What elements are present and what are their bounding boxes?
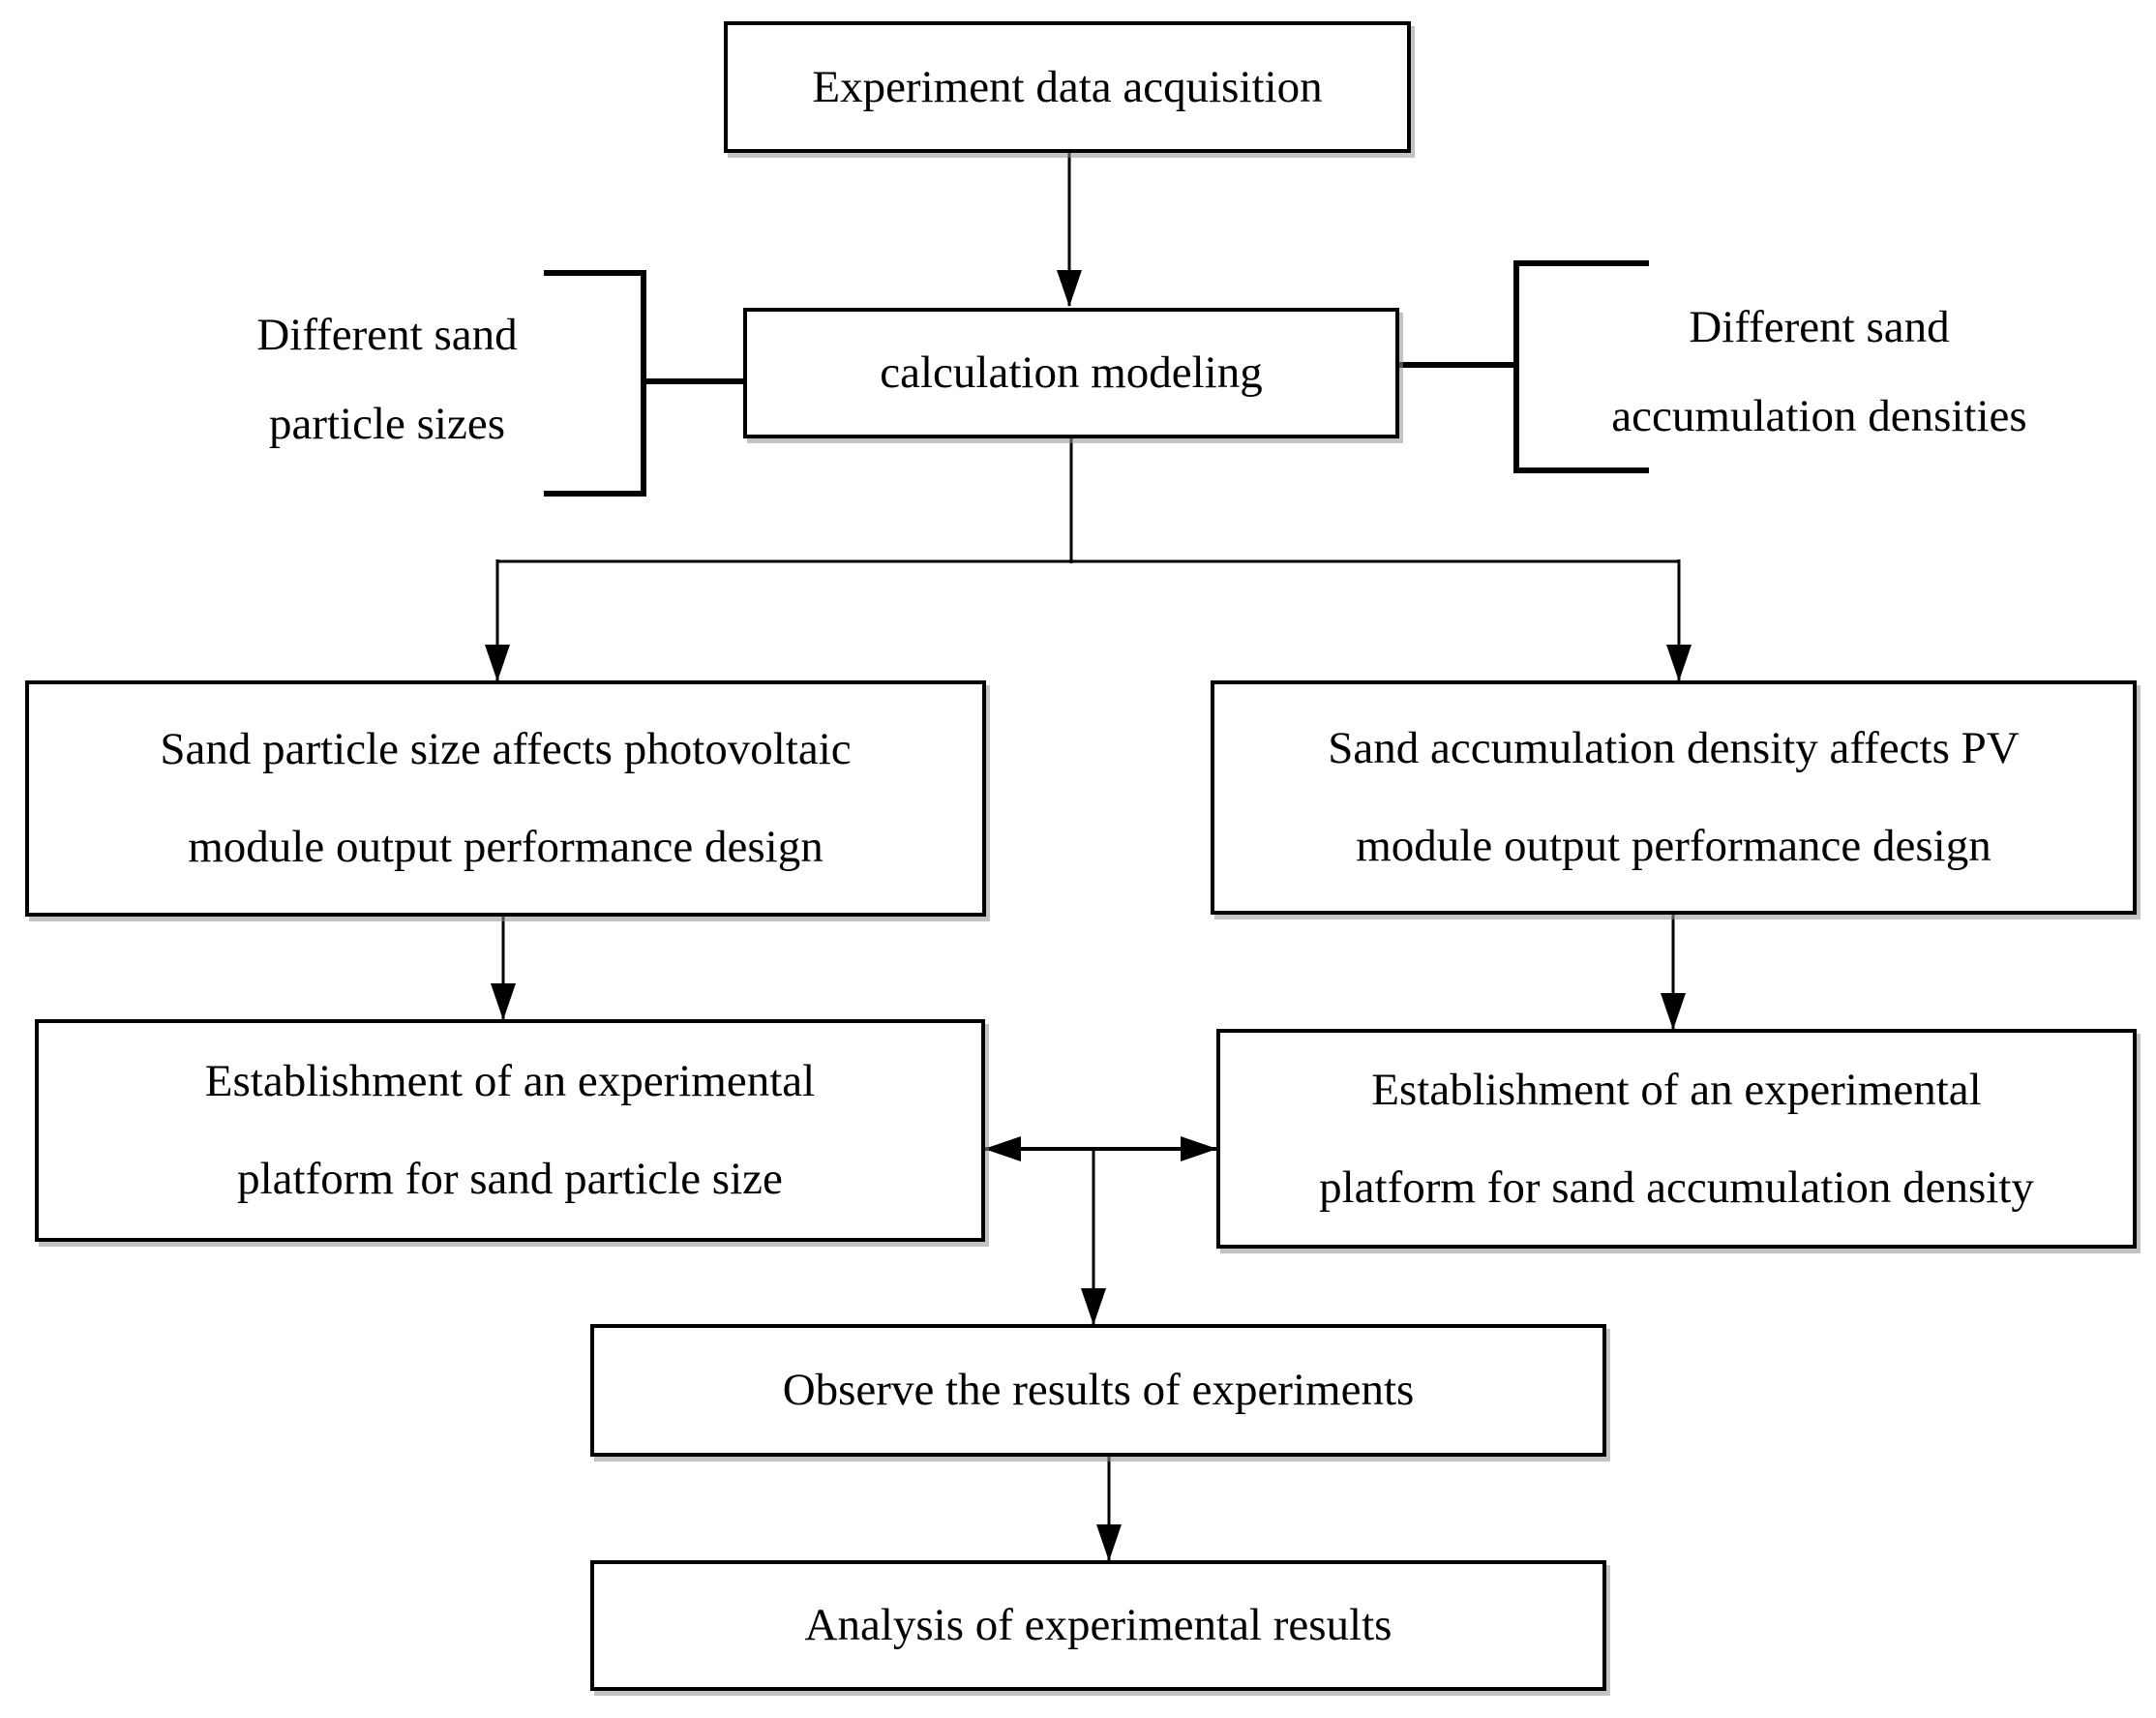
side-label-right-line-1: Different sand (1689, 302, 1950, 352)
node-left-branch-line-2: module output performance design (188, 822, 823, 872)
side-label-left-line-2: particle sizes (268, 399, 506, 449)
node-sand-accumulation-density-affects: Sand accumulation density affects PV mod… (1211, 680, 2137, 915)
node-left-branch-line-1: Sand particle size affects photovoltaic (160, 724, 852, 774)
node-right-platform-line-1: Establishment of an experimental (1371, 1064, 1982, 1115)
node-left-platform-line-1: Establishment of an experimental (204, 1056, 816, 1106)
node-platform-sand-accumulation-density: Establishment of an experimental platfor… (1216, 1029, 2137, 1249)
node-observe-results: Observe the results of experiments (590, 1324, 1606, 1457)
node-analysis-results: Analysis of experimental results (590, 1560, 1606, 1691)
side-label-right-line-2: accumulation densities (1611, 391, 2027, 441)
node-calculation-modeling: calculation modeling (743, 308, 1399, 438)
node-analysis-label: Analysis of experimental results (804, 1600, 1392, 1650)
node-left-platform-line-2: platform for sand particle size (237, 1154, 783, 1204)
side-label-left-line-1: Different sand (256, 310, 518, 360)
node-observe-label: Observe the results of experiments (782, 1365, 1415, 1415)
node-platform-sand-particle-size: Establishment of an experimental platfor… (35, 1019, 985, 1242)
node-sand-particle-size-affects: Sand particle size affects photovoltaic … (25, 680, 986, 917)
node-experiment-label: Experiment data acquisition (812, 61, 1323, 112)
side-label-different-sand-particle-sizes: Different sand particle sizes (97, 290, 677, 468)
node-right-branch-line-1: Sand accumulation density affects PV (1328, 723, 2020, 773)
node-experiment-data-acquisition: Experiment data acquisition (724, 21, 1411, 153)
node-right-branch-line-2: module output performance design (1356, 821, 1991, 871)
side-label-different-sand-accumulation-densities: Different sand accumulation densities (1519, 283, 2119, 461)
node-calculation-label: calculation modeling (880, 347, 1263, 398)
node-right-platform-line-2: platform for sand accumulation density (1319, 1161, 2034, 1213)
